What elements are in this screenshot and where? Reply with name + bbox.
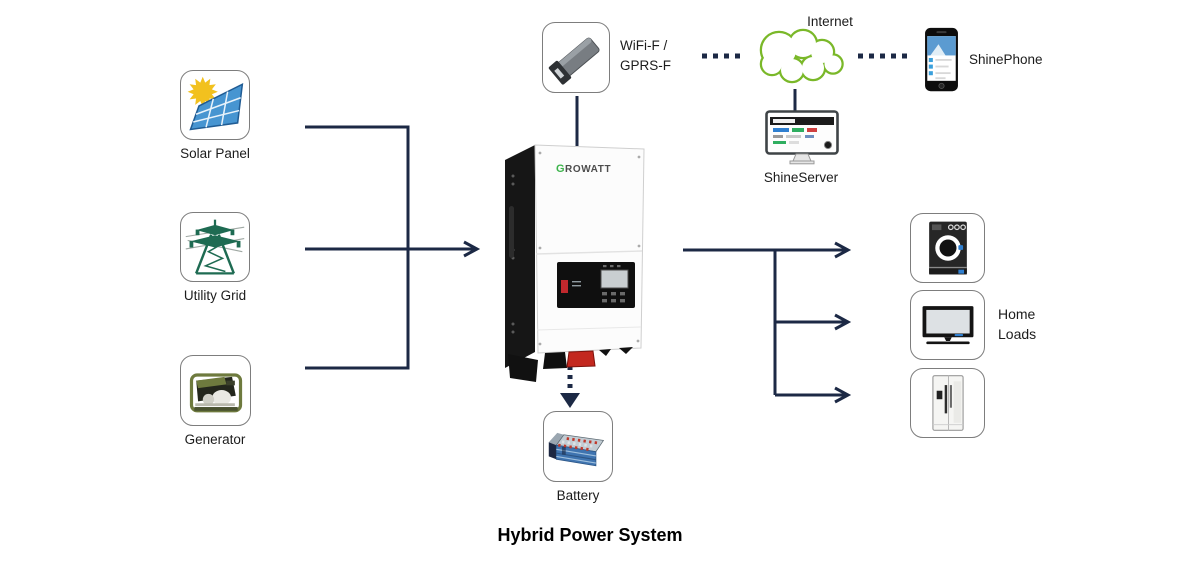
- generator-icon: [189, 372, 242, 412]
- generator-node: [180, 355, 251, 426]
- tv-icon: [922, 306, 973, 345]
- wifi-module-node: [542, 22, 610, 93]
- utility-grid-node: [180, 212, 250, 282]
- inverter-node: G ROWATT: [498, 140, 690, 385]
- wifi-label-line1: WiFi-F /: [620, 38, 668, 53]
- diagram-title: Hybrid Power System: [497, 525, 683, 545]
- battery-label: Battery: [556, 488, 600, 503]
- washing-machine-node: [910, 213, 985, 283]
- home-loads-label-line2: Loads: [998, 326, 1037, 342]
- utility-grid-icon: [185, 219, 245, 275]
- monitor-icon: [765, 110, 839, 165]
- internet-label: Internet: [807, 14, 853, 29]
- wifi-label-line2: GPRS-F: [620, 58, 672, 73]
- washing-machine-icon: [928, 221, 967, 275]
- solar-panel-node: [180, 70, 250, 140]
- tv-node: [910, 290, 985, 360]
- growatt-logo-text: ROWATT: [565, 164, 611, 175]
- solar-panel-icon: [187, 76, 244, 131]
- home-loads-label-line1: Home: [998, 306, 1036, 322]
- growatt-inverter-image: G ROWATT: [505, 144, 645, 382]
- wifi-dongle-icon: [548, 37, 600, 85]
- cloud-icon: [759, 28, 844, 84]
- smartphone-icon: [925, 27, 958, 92]
- internet-cloud-node: [745, 20, 847, 88]
- solar-panel-label: Solar Panel: [180, 146, 250, 161]
- shineserver-node: [765, 110, 839, 168]
- battery-icon: [548, 432, 605, 466]
- shinephone-label: ShinePhone: [969, 52, 1043, 67]
- shineserver-label: ShineServer: [763, 170, 839, 185]
- growatt-logo-g: G: [556, 163, 565, 175]
- refrigerator-icon: [931, 375, 964, 431]
- generator-label: Generator: [184, 432, 246, 447]
- battery-node: [543, 411, 613, 482]
- shinephone-node: [924, 27, 959, 92]
- refrigerator-node: [910, 368, 985, 438]
- utility-grid-label: Utility Grid: [183, 288, 247, 303]
